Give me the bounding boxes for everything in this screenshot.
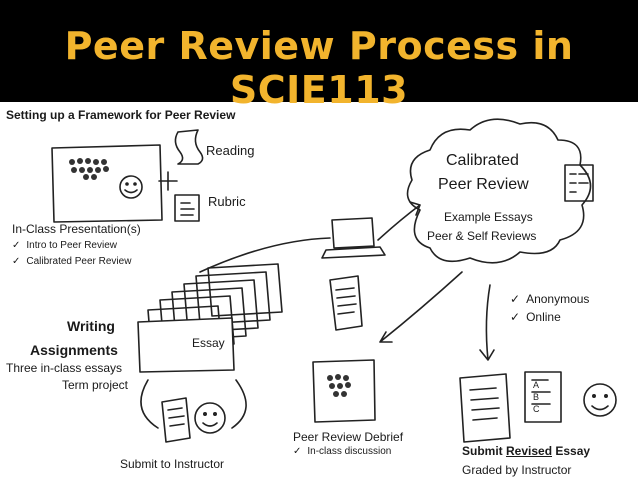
presentation-bullet-1: ✓Intro to Peer Review: [12, 240, 117, 251]
instructor-smiley-icon: [584, 384, 616, 416]
check-icon: ✓: [12, 256, 20, 267]
calibrated-title-1: Calibrated: [446, 152, 519, 170]
essay-stack-icon: [138, 264, 282, 372]
check-icon: ✓: [510, 292, 520, 306]
calibrated-sub-1: Example Essays: [444, 210, 533, 224]
reading-scroll-icon: [175, 130, 202, 164]
calibrated-sub-2: Peer & Self Reviews: [427, 229, 536, 243]
rubric-letter-a: A: [533, 380, 539, 390]
essay-label: Essay: [192, 336, 225, 350]
submit-label: Submit to Instructor: [120, 457, 224, 471]
submit-loop-arrow: [141, 380, 246, 428]
arrow-to-debrief: [380, 272, 462, 342]
rubric-letter-b: B: [533, 392, 539, 402]
arrow-to-revised: [480, 285, 494, 360]
revised-title: Submit Revised Essay: [462, 444, 590, 458]
debrief-bullet: ✓In-class discussion: [293, 446, 391, 457]
check-icon: ✓: [293, 446, 301, 457]
reading-label: Reading: [206, 143, 254, 158]
option-online: ✓Online: [510, 310, 561, 324]
presenter-smiley-icon: [120, 176, 142, 198]
submit-smiley-icon: [195, 403, 225, 433]
debrief-title: Peer Review Debrief: [293, 430, 403, 444]
arrow-to-cloud: [378, 202, 420, 240]
writing-title-1: Writing: [67, 318, 115, 334]
option-anonymous: ✓Anonymous: [510, 292, 589, 306]
presentation-bullet-2: ✓Calibrated Peer Review: [12, 256, 131, 267]
rubric-label: Rubric: [208, 194, 246, 209]
writing-item-2: Term project: [62, 378, 128, 392]
presentation-board-icon: [52, 145, 162, 222]
presentation-dots-icon: [69, 158, 109, 180]
laptop-icon: [322, 218, 385, 258]
revised-essay-icon: [460, 374, 510, 442]
rubric-document-icon: [175, 195, 199, 221]
calibrated-title-2: Peer Review: [438, 176, 529, 194]
review-document-icon: [330, 276, 362, 330]
check-icon: ✓: [510, 310, 520, 324]
writing-title-2: Assignments: [30, 342, 118, 358]
presentation-label: In-Class Presentation(s): [12, 222, 141, 236]
rubric-letter-c: C: [533, 404, 540, 414]
writing-item-1: Three in-class essays: [6, 361, 122, 375]
submitted-paper-icon: [162, 398, 190, 442]
revised-subtitle: Graded by Instructor: [462, 463, 571, 477]
check-icon: ✓: [12, 240, 20, 251]
framework-heading: Setting up a Framework for Peer Review: [6, 108, 235, 122]
